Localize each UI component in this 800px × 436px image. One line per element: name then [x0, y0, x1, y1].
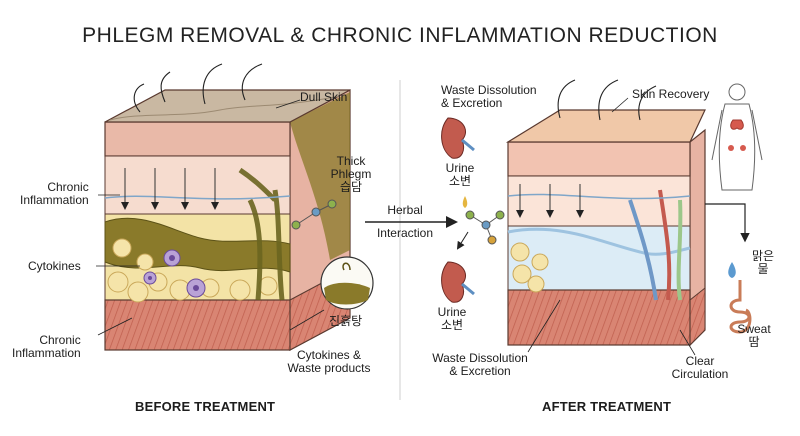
- mud-label: 진흙탕: [329, 314, 363, 328]
- cytokines-waste-label: Cytokines & Waste products: [287, 348, 371, 375]
- urine-top-label: Urine 소변: [445, 161, 475, 188]
- chronic-inflammation-bottom-label: Chronic Inflammation: [12, 333, 81, 360]
- dull-skin-label: Dull Skin: [300, 90, 348, 104]
- excretion-arrow: [456, 231, 469, 250]
- herb-molecule-center: [465, 210, 505, 245]
- clear-water-label: 맑은 물: [751, 249, 775, 276]
- interaction-label: Interaction: [376, 226, 434, 240]
- thick-phlegm-label: Thick Phlegm 습담: [330, 154, 372, 194]
- clear-circulation-label: Clear Circulation: [671, 354, 729, 381]
- herbal-label: Herbal: [387, 203, 423, 217]
- waste-dissolution-top-label: Waste Dissolution & Excretion: [441, 83, 537, 110]
- kidney-top: [441, 117, 475, 159]
- kidney-bottom: [441, 261, 475, 303]
- mud-inset: [320, 256, 374, 310]
- human-figure: [711, 83, 763, 191]
- page-title: PHLEGM REMOVAL & CHRONIC INFLAMMATION RE…: [82, 24, 718, 47]
- sweat-gland: [729, 280, 752, 334]
- before-skin-block: [104, 63, 351, 351]
- herb-molecule-left: [291, 199, 337, 230]
- before-caption: BEFORE TREATMENT: [135, 399, 276, 414]
- after-caption: AFTER TREATMENT: [542, 399, 672, 414]
- cytokines-label: Cytokines: [28, 259, 81, 273]
- after-skin-block: [505, 79, 706, 347]
- urine-drop: [462, 196, 468, 208]
- chronic-inflammation-top-label: Chronic Inflammation: [20, 180, 89, 207]
- waste-dissolution-bottom-label: Waste Dissolution & Excretion: [432, 351, 528, 378]
- sweat-label: Sweat 땀: [737, 322, 771, 349]
- skin-recovery-label: Skin Recovery: [632, 87, 710, 101]
- urine-bottom-label: Urine 소변: [437, 305, 467, 332]
- leader-lines: [96, 97, 696, 356]
- water-drop: [728, 262, 736, 278]
- sweat-arrow: [705, 203, 750, 243]
